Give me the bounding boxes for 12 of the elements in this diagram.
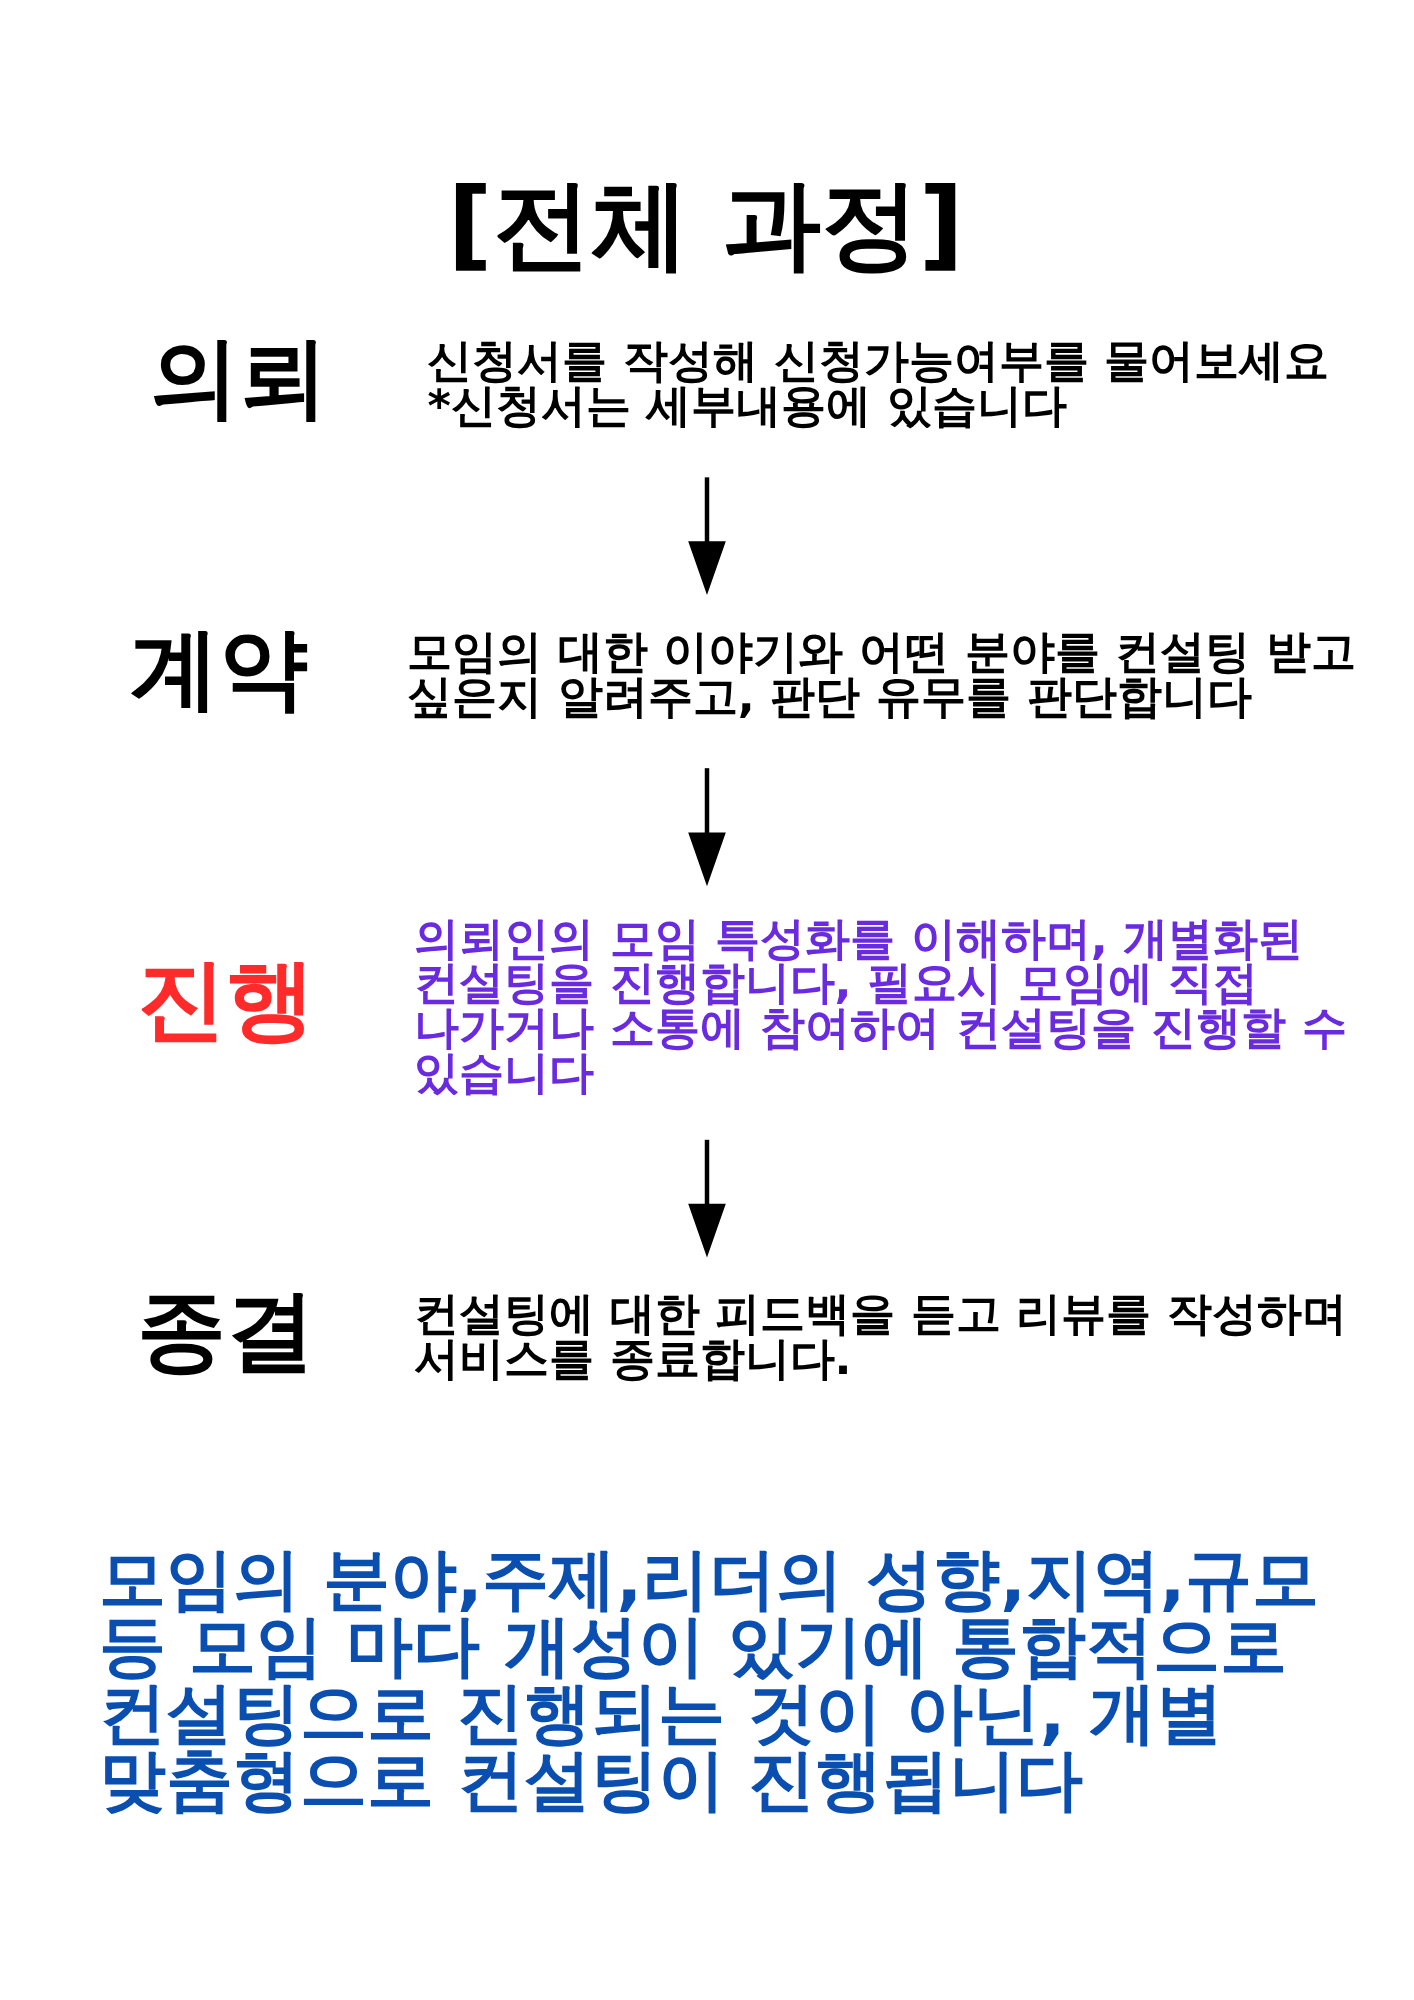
arrow <box>688 1139 726 1258</box>
diagram-title: [전체 과정] <box>447 166 964 281</box>
label: 모임의 분야,주제,리더의 성향,지역,규모 등 모임 마다 개성이 있기에 통합적으로 컨설팅으로 진행되는 것이 아닌, 개별 맞춤형으로 컨설팅이 진행됩니다 <box>98 1539 1320 1819</box>
arrow <box>688 476 726 595</box>
node-text: 종결 <box>136 1277 315 1382</box>
node-label: 컨설팅에 대한 피드백을 듣고 리뷰를 작성하며 서비스를 종료합니다. <box>414 1286 1347 1385</box>
node-label: 모임의 대한 이야기와 어떤 분야를 컨설팅 받고 싶은지 알려주고, 판단 유무를 판단합니다 <box>407 624 1356 723</box>
node-text: 진행 <box>136 946 315 1051</box>
node-text: 의뢰 <box>150 324 329 429</box>
node-label: 의뢰인의 모임 특성화를 이해하며, 개별화된 컨설팅을 진행합니다, 필요시 모임에 직접 나가거나 소통에 참여하여 컨설팅을 진행할 수 있습니다 <box>414 911 1347 1099</box>
arrow <box>688 767 726 886</box>
node-text: 계약 <box>129 615 308 720</box>
